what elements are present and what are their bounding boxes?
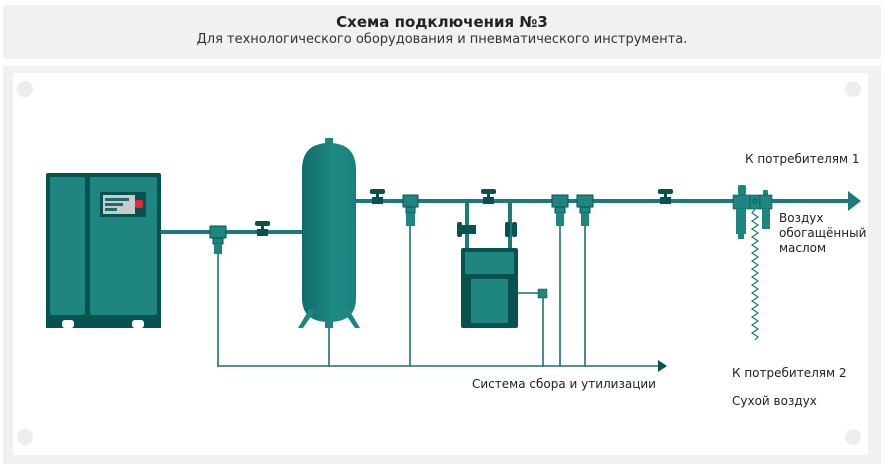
drain-arrow-icon (658, 360, 667, 372)
label-oil-air-1: Воздух (779, 211, 824, 225)
filter-icon (402, 194, 419, 226)
label-consumers-2: К потребителям 2 (732, 366, 847, 380)
filter-icon (576, 194, 594, 226)
corner-dot (845, 429, 861, 445)
corner-dot (17, 429, 33, 445)
filter-regulator-lubricator-icon (732, 185, 773, 341)
hose-icon (750, 208, 760, 341)
header: Схема подключения №3 Для технологическог… (3, 5, 881, 59)
valve-icon (658, 189, 673, 204)
consumer-arrow-icon (848, 191, 861, 211)
valve-icon (457, 222, 517, 237)
drain-lines (217, 225, 660, 367)
dryer-icon (461, 248, 548, 328)
filter-icon (551, 194, 569, 226)
valve-icon (255, 221, 270, 236)
page-subtitle: Для технологического оборудования и пнев… (196, 32, 688, 47)
air-receiver-icon (298, 138, 360, 328)
valve-icon (481, 189, 496, 204)
compressor-icon (46, 173, 161, 328)
valve-icon (370, 189, 385, 204)
corner-dot (845, 81, 861, 97)
page-title: Схема подключения №3 (336, 13, 548, 31)
label-dry-air: Сухой воздух (732, 394, 817, 408)
label-collection-system: Система сбора и утилизации (472, 377, 656, 391)
label-oil-air-3: маслом (779, 241, 827, 255)
filter-icon (209, 225, 227, 254)
label-oil-air-2: обогащённый (779, 226, 867, 240)
label-consumers-1: К потребителям 1 (745, 152, 860, 166)
corner-dot (17, 81, 33, 97)
